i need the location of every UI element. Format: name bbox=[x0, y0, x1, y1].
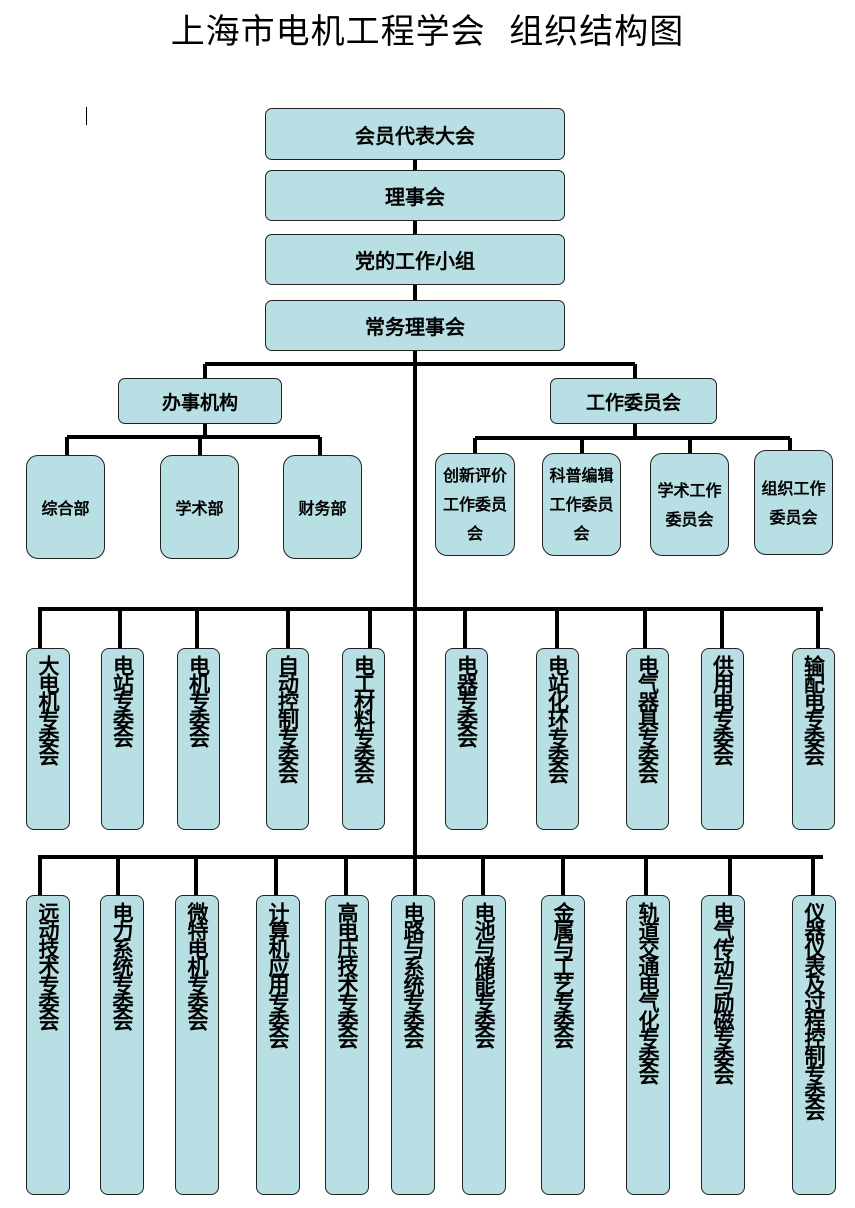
committee-r1-10: 输配电专委会 bbox=[792, 648, 835, 830]
node-general-dept: 综合部 bbox=[26, 455, 105, 559]
node-academic-committee: 学术工作委员会 bbox=[650, 453, 729, 556]
committee-r1-5: 电工材料专委会 bbox=[342, 648, 385, 830]
committee-label: 电器专委会 bbox=[454, 655, 479, 745]
committee-label: 电机专委会 bbox=[186, 655, 211, 745]
committee-label: 电路与系统专委会 bbox=[401, 902, 425, 1046]
committee-r1-8: 电气器具专委会 bbox=[626, 648, 669, 830]
committee-label: 电气器具专委会 bbox=[635, 655, 660, 781]
committee-label: 自动控制专委会 bbox=[275, 655, 300, 781]
committee-r2-11: 仪器仪表及过程控制专委会 bbox=[792, 895, 836, 1195]
node-member-congress: 会员代表大会 bbox=[265, 108, 565, 160]
committee-label: 计算机应用专委会 bbox=[266, 902, 290, 1046]
committee-label: 金属与工艺专委会 bbox=[551, 902, 575, 1046]
chart-title: 上海市电机工程学会 组织结构图 bbox=[170, 12, 685, 52]
node-academic-dept: 学术部 bbox=[160, 455, 239, 559]
committee-label: 电工材料专委会 bbox=[351, 655, 376, 781]
committee-r1-1: 大电机专委会 bbox=[26, 648, 70, 830]
node-science-editing-committee: 科普编辑工作委员会 bbox=[542, 453, 621, 556]
committee-label: 电池与储能专委会 bbox=[472, 902, 496, 1046]
node-party-group: 党的工作小组 bbox=[265, 234, 565, 285]
committee-label: 电站化环专委会 bbox=[545, 655, 570, 781]
committee-label: 远动技术专委会 bbox=[36, 902, 60, 1028]
committee-r2-8: 金属与工艺专委会 bbox=[541, 895, 585, 1195]
committee-r2-3: 微特电机专委会 bbox=[175, 895, 219, 1195]
node-standing-council: 常务理事会 bbox=[265, 300, 565, 351]
committee-label: 电站专委会 bbox=[110, 655, 135, 745]
committee-r1-7: 电站化环专委会 bbox=[536, 648, 579, 830]
node-innovation-committee: 创新评价工作委员会 bbox=[435, 453, 515, 556]
text-cursor bbox=[86, 107, 87, 125]
committee-label: 输配电专委会 bbox=[801, 655, 826, 763]
committee-label: 电气传动与励磁专委会 bbox=[711, 902, 735, 1082]
committee-r1-2: 电站专委会 bbox=[101, 648, 144, 830]
committee-r1-3: 电机专委会 bbox=[177, 648, 220, 830]
committee-r1-4: 自动控制专委会 bbox=[266, 648, 309, 830]
node-work-committee: 工作委员会 bbox=[550, 378, 717, 424]
committee-label: 供用电专委会 bbox=[710, 655, 735, 763]
committee-r1-6: 电器专委会 bbox=[445, 648, 488, 830]
node-organization-committee: 组织工作委员会 bbox=[754, 450, 833, 555]
node-council: 理事会 bbox=[265, 170, 565, 221]
committee-r2-9: 轨道交通电气化专委会 bbox=[626, 895, 670, 1195]
committee-label: 微特电机专委会 bbox=[185, 902, 209, 1028]
committee-r2-6: 电路与系统专委会 bbox=[391, 895, 435, 1195]
committee-r2-4: 计算机应用专委会 bbox=[256, 895, 300, 1195]
committee-label: 仪器仪表及过程控制专委会 bbox=[802, 902, 826, 1118]
committee-label: 电力系统专委会 bbox=[110, 902, 134, 1028]
committee-r2-10: 电气传动与励磁专委会 bbox=[701, 895, 745, 1195]
committee-label: 大电机专委会 bbox=[36, 655, 60, 763]
committee-label: 轨道交通电气化专委会 bbox=[636, 902, 660, 1082]
committee-label: 高电压技术专委会 bbox=[335, 902, 359, 1046]
committee-r2-5: 高电压技术专委会 bbox=[325, 895, 369, 1195]
committee-r2-7: 电池与储能专委会 bbox=[462, 895, 506, 1195]
committee-r2-1: 远动技术专委会 bbox=[26, 895, 70, 1195]
node-finance-dept: 财务部 bbox=[283, 455, 362, 559]
node-office: 办事机构 bbox=[118, 378, 282, 424]
committee-r1-9: 供用电专委会 bbox=[701, 648, 744, 830]
committee-r2-2: 电力系统专委会 bbox=[100, 895, 144, 1195]
